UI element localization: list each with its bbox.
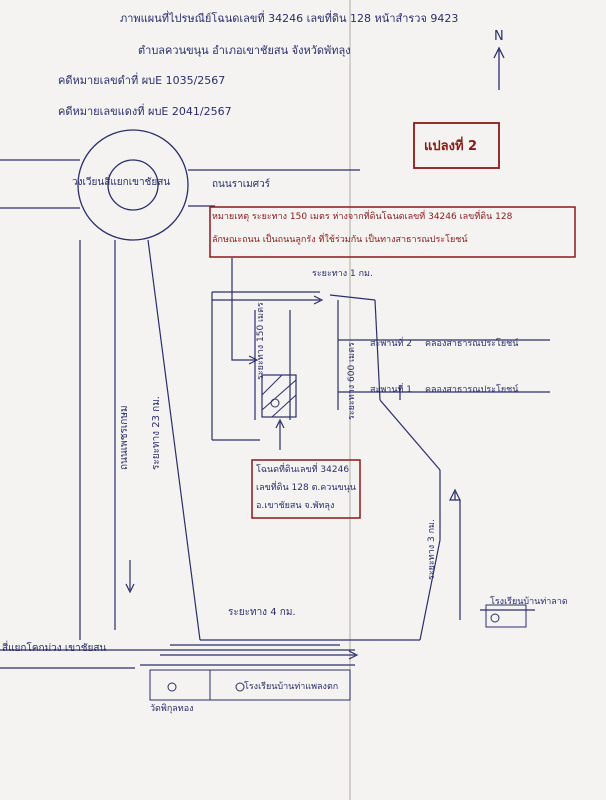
header-line-2: ตำบลควนขนุน อำเภอเขาชัยสน จังหวัดพัทลุง [138,44,351,57]
plot-hatched-area [261,374,297,418]
north-arrow-icon [493,46,505,90]
plot-info-box [251,459,361,519]
plot-box-line-1: โฉนดที่ดินเลขที่ 34246 [256,465,350,475]
roundabout [77,129,189,241]
temple-bottom-label: วัดพิกุลทอง [150,704,194,714]
school-bottom-box [209,669,351,701]
roads [0,159,550,669]
distance-3km: ระยะทาง 3 กม. [427,519,437,580]
plot-box-line-3: อ.เขาชัยสน จ.พัทลุง [256,501,335,511]
direction-arrows [125,258,461,660]
note-line-2: ลักษณะถนน เป็นถนนลูกรัง ที่ใช้ร่วมกัน เป… [212,235,468,245]
distance-1km: ระยะทาง 1 กม. [312,269,373,279]
road-top-label: ถนนราเมศวร์ [212,179,271,190]
school-right-marker [485,604,527,628]
header-line-1: ภาพแผนที่ไปรษณีย์โฉนดเลขที่ 34246 เลขที่… [120,12,459,25]
school-right-label: โรงเรียนบ้านท่าลาด [490,597,568,607]
distance-4km: ระยะทาง 4 กม. [228,607,296,618]
header-line-3: คดีหมายเลขดำที่ ผบE 1035/2567 [58,74,226,87]
note-box [209,206,576,258]
sheet-label-box [413,122,500,169]
canal-1-label: คลองสาธารณประโยชน์ [425,339,519,349]
temple-box [149,669,211,701]
distance-150m: ระยะทาง 150 เมตร [256,302,266,380]
north-label: N [494,29,504,44]
distance-23km: ระยะทาง 23 กม. [151,396,162,470]
roundabout-label: วงเวียนสี่แยกเขาชัยสน [72,177,171,188]
school-bottom-label: โรงเรียนบ้านท่าแพลงตก [244,682,339,692]
plot-box-line-2: เลขที่ดิน 128 ต.ควนขนุน [256,483,356,493]
canal-2-pre: สะพานที่ 1 [370,385,412,395]
sheet-label: แปลงที่ 2 [424,139,478,154]
canal-2-label: คลองสาธารณประโยชน์ [425,385,519,395]
header-line-4: คดีหมายเลขแดงที่ ผบE 2041/2567 [58,105,232,118]
road-left-label: ถนนเพชรเกษม [119,405,130,470]
distance-600m: ระยะทาง 600 เมตร [347,342,357,420]
canal-1-pre: สะพานที่ 2 [370,339,412,349]
note-line-1: หมายเหตุ ระยะทาง 150 เมตร ห่างจากที่ดินโ… [212,212,513,222]
junction-bottom-label: สี่แยกโคกม่วง เขาชัยสน [2,643,107,654]
